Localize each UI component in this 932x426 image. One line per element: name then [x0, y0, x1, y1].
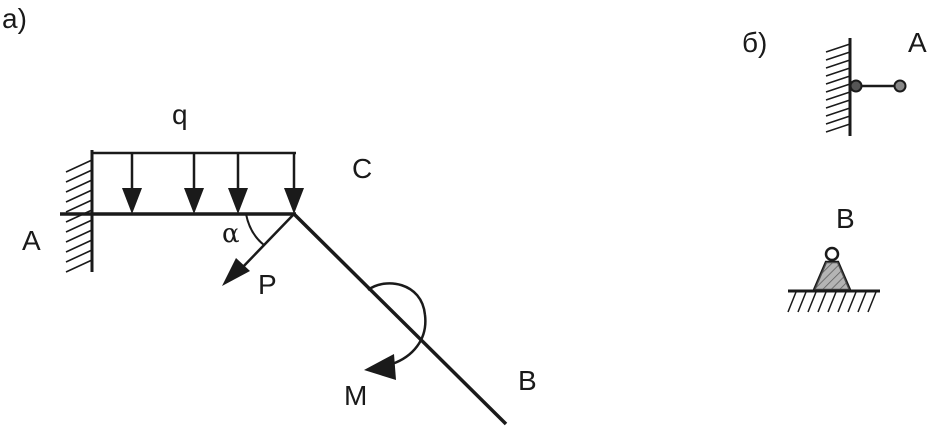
force-p	[222, 213, 295, 286]
point-a-label: A	[22, 225, 41, 256]
point-b-label: B	[518, 365, 537, 396]
support-b-detail	[787, 246, 880, 313]
fixed-wall-a	[65, 150, 94, 273]
moment-m	[364, 282, 427, 380]
support-b-label: B	[836, 203, 855, 234]
angle-alpha-label: α	[222, 219, 240, 249]
support-a-detail	[825, 38, 907, 136]
part-b-label: б)	[742, 27, 767, 58]
force-p-label: P	[258, 269, 277, 300]
moment-m-label: M	[344, 380, 367, 411]
distributed-load	[90, 151, 304, 214]
angle-arc	[245, 213, 265, 246]
load-arrow	[122, 153, 142, 214]
point-c-label: C	[352, 153, 372, 184]
part-a-label: а)	[2, 3, 27, 34]
load-arrow	[184, 153, 204, 214]
beam-cb	[292, 212, 508, 426]
load-q-label: q	[172, 99, 188, 130]
load-arrow	[228, 153, 248, 214]
support-a-label: A	[908, 27, 927, 58]
load-arrow	[284, 153, 304, 214]
